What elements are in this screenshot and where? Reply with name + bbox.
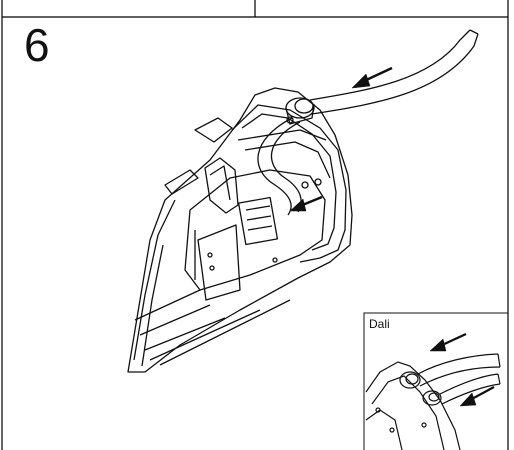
inset-label: Dali [369, 317, 390, 331]
inset-detail [365, 353, 501, 450]
inset-frame [363, 312, 508, 450]
cable-gland [285, 97, 315, 125]
luminaire-housing [127, 87, 353, 373]
inner-arrow [289, 195, 323, 212]
step-number: 6 [24, 19, 50, 71]
inset-arrow-upper [429, 332, 467, 352]
insertion-arrow [351, 66, 393, 89]
incoming-cable [257, 29, 479, 216]
inset-arrow-lower [459, 385, 495, 407]
